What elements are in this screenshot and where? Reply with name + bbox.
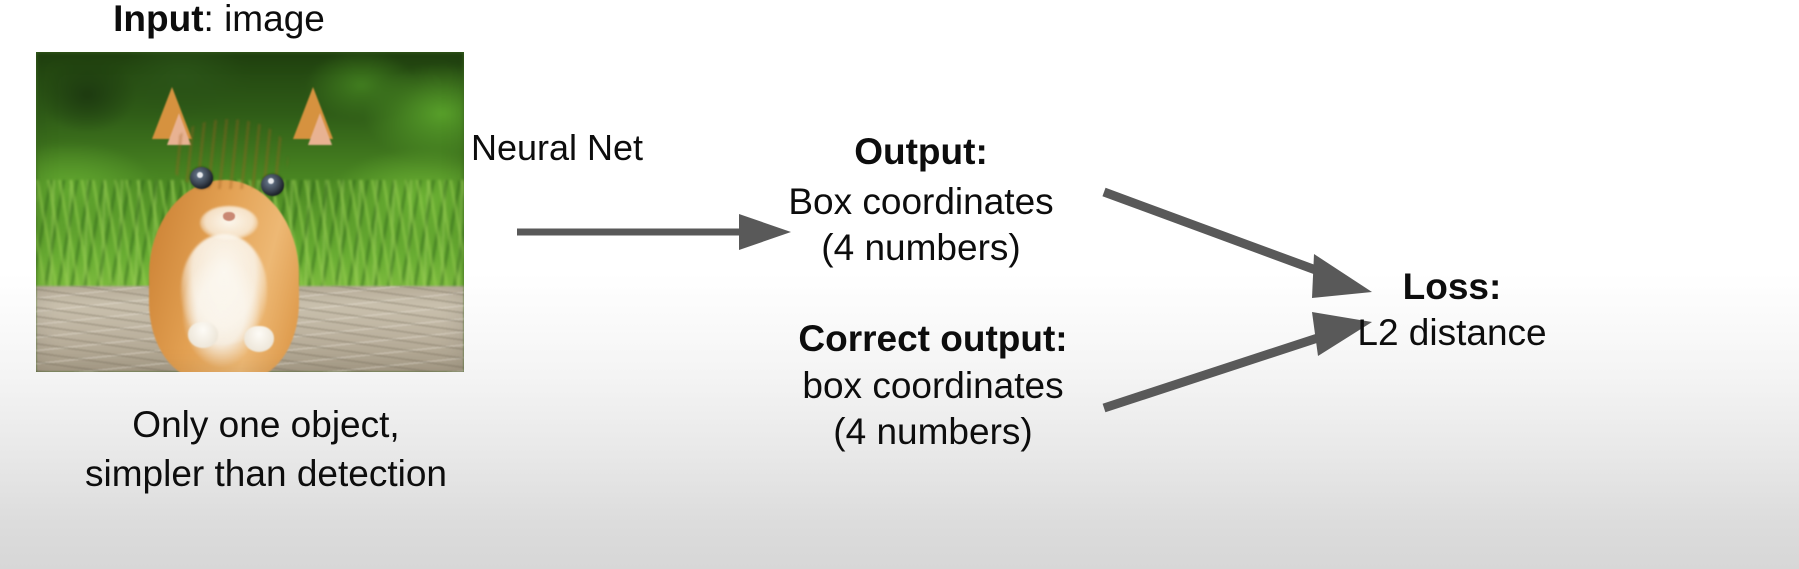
kitten-paw-right xyxy=(243,325,274,352)
correct-output-heading: Correct output: xyxy=(798,318,1068,359)
note-line-1: Only one object, xyxy=(132,404,400,445)
kitten-eye-highlight-left xyxy=(196,171,203,178)
kitten-eye-highlight-right xyxy=(267,178,274,185)
kitten-eye-left xyxy=(190,167,214,190)
input-title-bold: Input xyxy=(113,0,204,39)
output-line-3: (4 numbers) xyxy=(821,227,1021,268)
input-title: Input: image xyxy=(113,0,325,37)
kitten-paw-left xyxy=(187,322,218,349)
output-to-loss-arrow-icon xyxy=(1102,187,1372,298)
neural-net-arrow-icon xyxy=(517,214,791,250)
kitten-photo xyxy=(36,52,464,372)
correct-output-line-3: (4 numbers) xyxy=(833,411,1033,452)
kitten-inner-ear-right xyxy=(307,112,332,145)
kitten-muzzle xyxy=(199,205,258,240)
kitten-inner-ear-left xyxy=(166,112,191,145)
neural-net-label: Neural Net xyxy=(470,127,644,168)
loss-heading: Loss: xyxy=(1402,266,1502,307)
loss-line-2: L2 distance xyxy=(1357,312,1547,353)
correct-output-line-2: box coordinates xyxy=(802,365,1064,406)
output-heading: Output: xyxy=(854,131,988,172)
input-title-rest: : image xyxy=(203,0,325,39)
kitten-eye-right xyxy=(260,173,284,196)
note-line-2: simpler than detection xyxy=(85,453,447,494)
photo-vignette xyxy=(36,52,464,372)
output-line-2: Box coordinates xyxy=(788,181,1054,222)
kitten-nose xyxy=(222,212,235,221)
correct-output-to-loss-arrow-icon xyxy=(1102,312,1372,413)
